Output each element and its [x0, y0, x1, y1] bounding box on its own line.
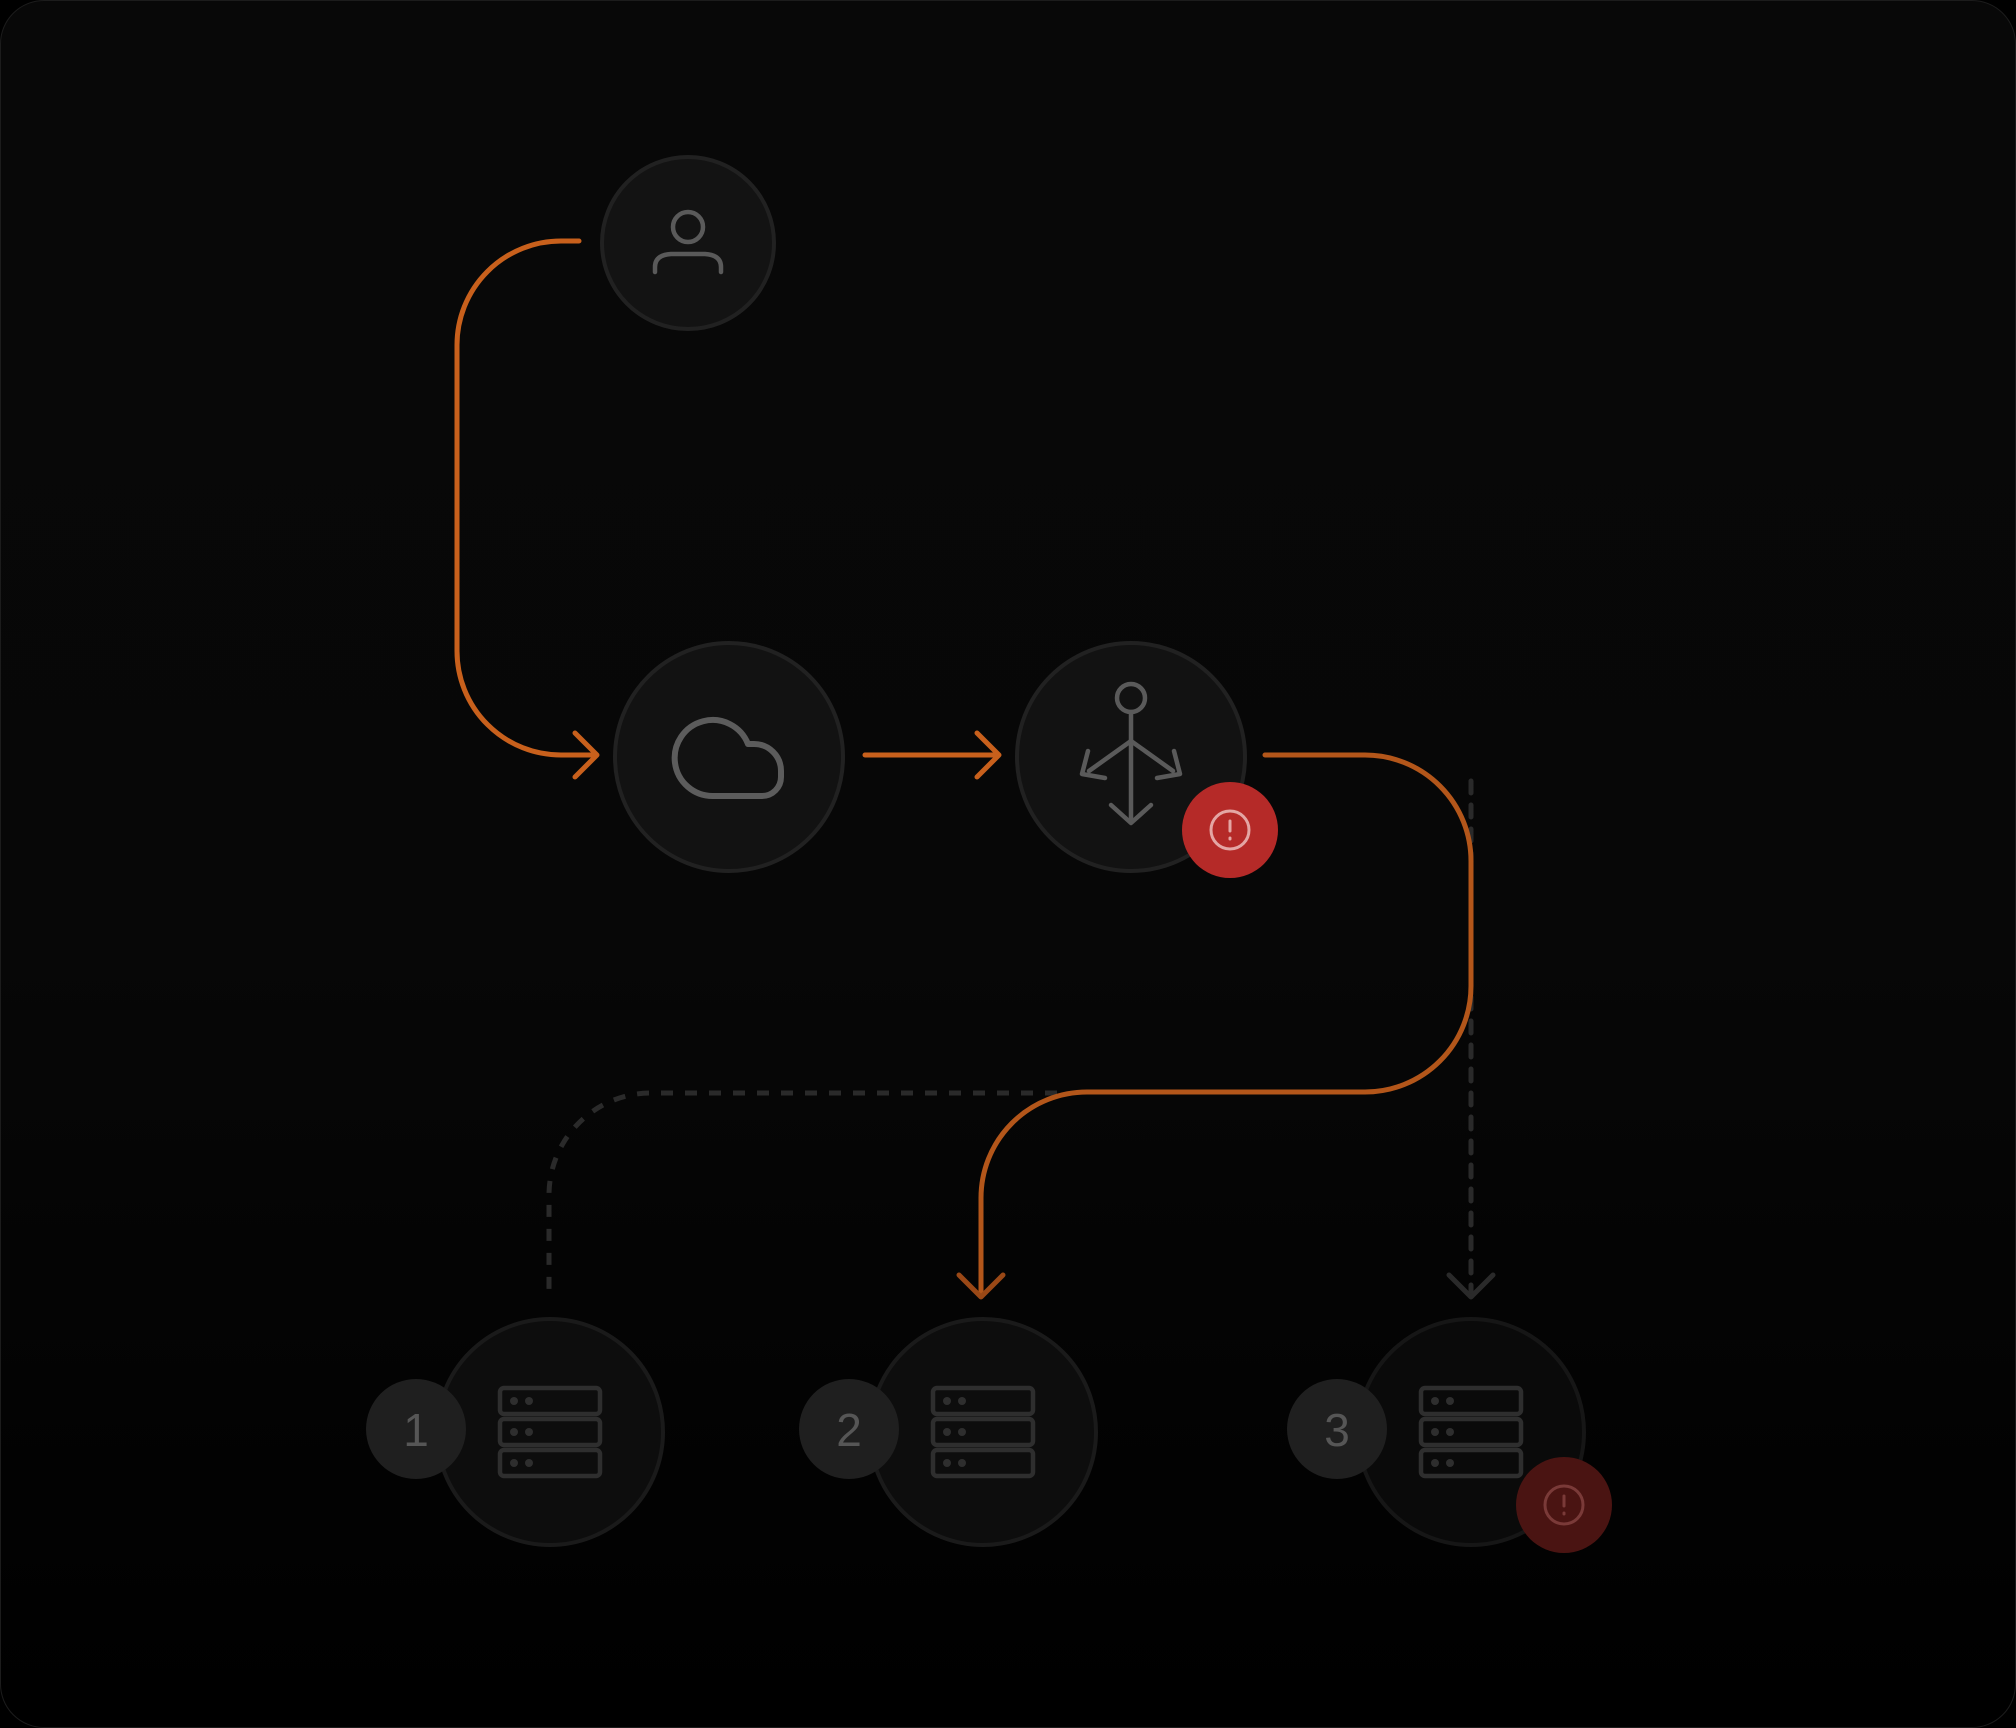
edge-cloud-to-load-balancer [862, 730, 1002, 780]
arrow-head-icon [974, 730, 1002, 780]
error-badge-load-balancer[interactable] [1182, 782, 1278, 878]
server-number: 2 [836, 1404, 862, 1456]
server-number-badge [799, 1379, 899, 1479]
edge-user-to-cloud [454, 238, 600, 780]
server-lights [510, 1397, 533, 1467]
server-icon [1418, 1385, 1524, 1479]
server-number-badge [366, 1379, 466, 1479]
node-user[interactable] [600, 155, 776, 331]
arrow-head-icon [1446, 1272, 1496, 1300]
edge-load-balancer-to-server-2 [956, 752, 1474, 1300]
arrow-head-icon [956, 1272, 1006, 1300]
edge-inactive-to-server-1 [546, 1090, 1057, 1293]
alert-circle-icon [1209, 809, 1251, 851]
node-server-2[interactable]: 2 [799, 1317, 1098, 1547]
server-number: 3 [1324, 1404, 1350, 1456]
node-server-1[interactable]: 1 [366, 1317, 665, 1547]
server-lights [1431, 1397, 1454, 1467]
alert-circle-icon [1543, 1484, 1585, 1526]
user-icon [652, 209, 724, 275]
server-icon [930, 1385, 1036, 1479]
error-badge-server-3[interactable] [1516, 1457, 1612, 1553]
node-cloud[interactable] [613, 641, 845, 873]
server-lights [943, 1397, 966, 1467]
arrow-head-icon [572, 730, 600, 780]
server-number-badge [1287, 1379, 1387, 1479]
server-number: 1 [403, 1404, 429, 1456]
cloud-icon [671, 717, 784, 800]
server-icon [497, 1385, 603, 1479]
load-balancer-icon [1079, 681, 1183, 826]
